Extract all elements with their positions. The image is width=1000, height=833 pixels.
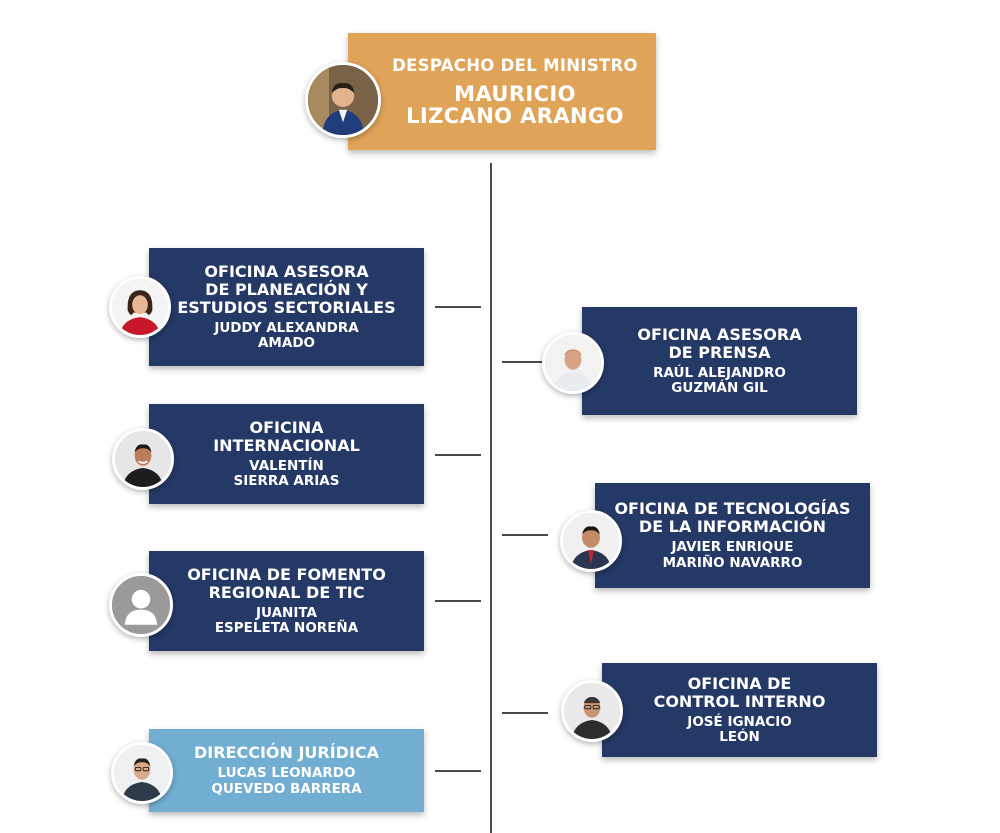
minister-name: MAURICIO LIZCANO ARANGO: [406, 81, 624, 128]
minister-box[interactable]: DESPACHO DEL MINISTRO MAURICIO LIZCANO A…: [348, 33, 656, 150]
office-title: OFICINA ASESORA DE PRENSA: [637, 324, 802, 362]
connector-internacional: [435, 454, 481, 456]
office-box-juridica[interactable]: DIRECCIÓN JURÍDICA LUCAS LEONARDO QUEVED…: [149, 729, 424, 812]
connector-planeacion: [435, 306, 481, 308]
office-box-tecnologias[interactable]: OFICINA DE TECNOLOGÍAS DE LA INFORMACIÓN…: [595, 483, 870, 588]
office-head-name: VALENTÍN SIERRA ARIAS: [233, 457, 340, 489]
connector-control: [502, 712, 548, 714]
avatar-planeacion: [109, 276, 171, 338]
user-placeholder-icon: [112, 576, 170, 634]
office-box-internacional[interactable]: OFICINA INTERNACIONAL VALENTÍN SIERRA AR…: [149, 404, 424, 504]
person-photo-icon: [114, 745, 170, 801]
connector-prensa: [502, 361, 548, 363]
person-photo-icon: [545, 335, 601, 391]
office-head-name: LUCAS LEONARDO QUEVEDO BARRERA: [211, 765, 362, 797]
avatar-tecnologias: [560, 510, 622, 572]
office-box-planeacion[interactable]: OFICINA ASESORA DE PLANEACIÓN Y ESTUDIOS…: [149, 248, 424, 366]
person-photo-icon: [564, 683, 620, 739]
person-photo-icon: [115, 431, 171, 487]
org-trunk-line: [490, 163, 492, 833]
connector-juridica: [435, 770, 481, 772]
office-head-name: JUDDY ALEXANDRA AMADO: [214, 319, 359, 351]
office-box-control-interno[interactable]: OFICINA DE CONTROL INTERNO JOSÉ IGNACIO …: [602, 663, 877, 757]
connector-tecnologias: [502, 534, 548, 536]
minister-title: DESPACHO DEL MINISTRO: [392, 55, 638, 75]
connector-fomento: [435, 600, 481, 602]
avatar-control-interno: [561, 680, 623, 742]
office-title: OFICINA INTERNACIONAL: [213, 417, 360, 455]
avatar-prensa: [542, 332, 604, 394]
office-head-name: RAÚL ALEJANDRO GUZMÁN GIL: [653, 364, 786, 396]
office-title: OFICINA DE CONTROL INTERNO: [653, 673, 826, 711]
office-box-prensa[interactable]: OFICINA ASESORA DE PRENSA RAÚL ALEJANDRO…: [582, 307, 857, 415]
minister-avatar: [305, 62, 381, 138]
office-head-name: JOSÉ IGNACIO LEÓN: [687, 713, 792, 745]
person-photo-icon: [308, 65, 378, 135]
person-photo-icon: [563, 513, 619, 569]
office-head-name: JUANITA ESPELETA NOREÑA: [214, 604, 359, 636]
office-title: DIRECCIÓN JURÍDICA: [193, 743, 380, 762]
avatar-fomento-placeholder: [109, 573, 173, 637]
person-photo-icon: [112, 279, 168, 335]
office-box-fomento[interactable]: OFICINA DE FOMENTO REGIONAL DE TIC JUANI…: [149, 551, 424, 651]
avatar-internacional: [112, 428, 174, 490]
avatar-juridica: [111, 742, 173, 804]
office-title: OFICINA DE TECNOLOGÍAS DE LA INFORMACIÓN: [614, 499, 851, 536]
office-title: OFICINA ASESORA DE PLANEACIÓN Y ESTUDIOS…: [177, 261, 396, 317]
office-title: OFICINA DE FOMENTO REGIONAL DE TIC: [187, 564, 386, 602]
office-head-name: JAVIER ENRIQUE MARIÑO NAVARRO: [662, 539, 803, 571]
